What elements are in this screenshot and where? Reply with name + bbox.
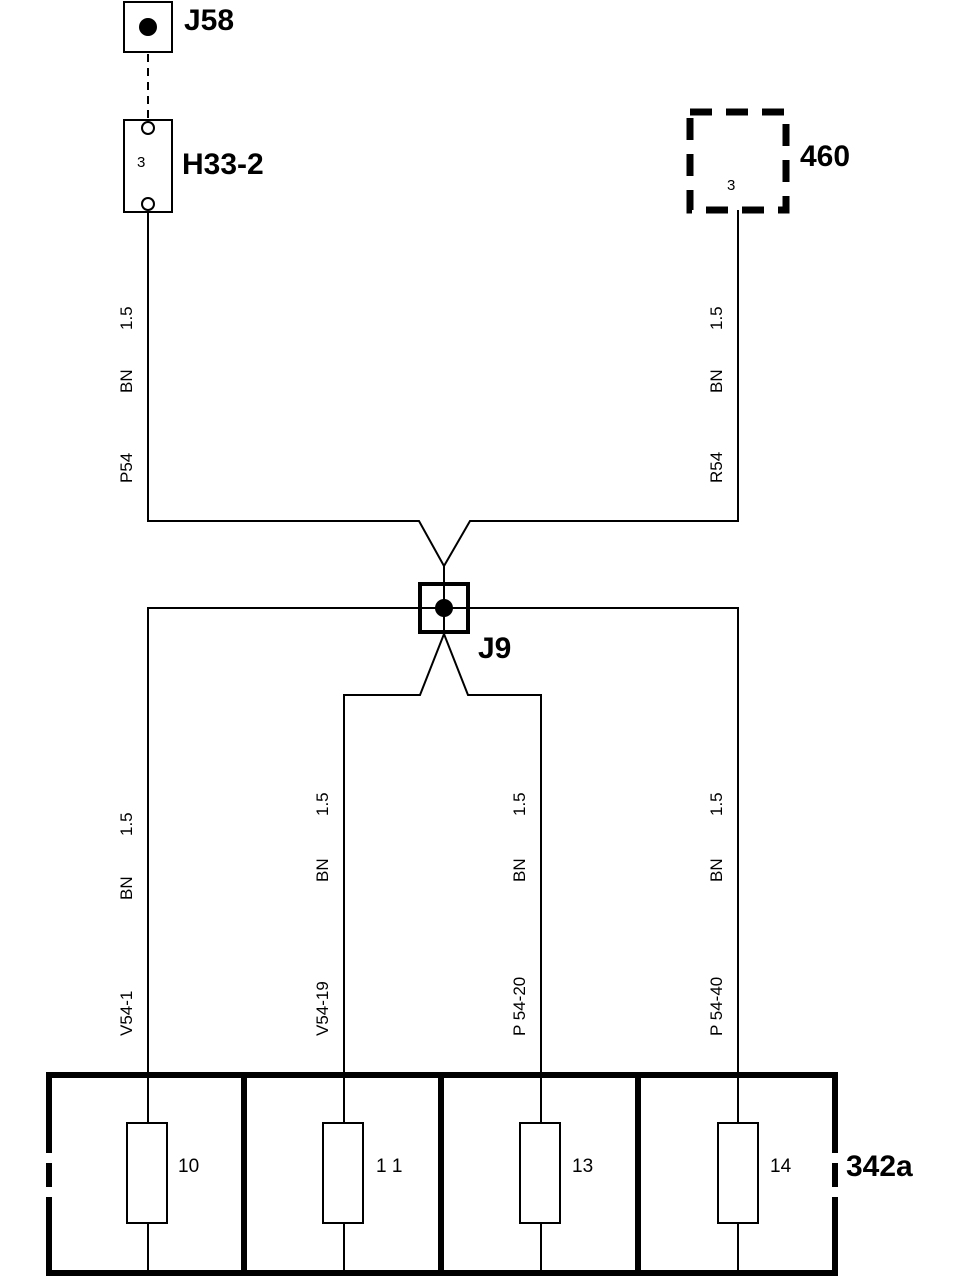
fuse-body <box>322 1122 364 1224</box>
wire-size-label: 1.5 <box>707 792 726 816</box>
connector-h33-2-label: H33-2 <box>182 148 264 181</box>
wire-r54 <box>443 210 739 567</box>
wire-label-p54-20: 1.5 BN P 54-20 <box>510 792 529 1036</box>
wire-id-label: V54-1 <box>117 991 136 1036</box>
fuse-number: 13 <box>572 1156 593 1177</box>
splice-j9-dot <box>435 599 453 617</box>
wire-label-p54: 1.5 BN P54 <box>117 306 136 483</box>
wire-v54-1 <box>147 607 420 1075</box>
component-460: 3 460 <box>686 108 850 214</box>
fuse-10: 10 <box>126 1122 199 1224</box>
fuse-body <box>126 1122 168 1224</box>
connector-h33-2: 3 H33-2 <box>123 119 264 213</box>
wire-label-v54-1: 1.5 BN V54-1 <box>117 812 136 1036</box>
fuse-body <box>717 1122 759 1224</box>
fuse-11: 1 1 <box>322 1122 402 1224</box>
wire-color-label: BN <box>510 858 529 882</box>
wire-id-label: P54 <box>117 453 136 483</box>
wire-id-label: P 54-20 <box>510 977 529 1036</box>
component-460-box <box>686 108 790 214</box>
wire-id-label: V54-19 <box>313 981 332 1036</box>
wire-color-label: BN <box>707 369 726 393</box>
wire-p54 <box>147 211 445 567</box>
wire-size-label: 1.5 <box>510 792 529 816</box>
fusebox-label: 342a <box>846 1150 913 1183</box>
fuse-number: 10 <box>178 1156 199 1177</box>
wire-label-r54: 1.5 BN R54 <box>707 306 726 483</box>
connector-j58-dot <box>139 18 157 36</box>
wire-label-p54-40: 1.5 BN P 54-40 <box>707 792 726 1036</box>
component-460-label: 460 <box>800 140 850 173</box>
wire-color-label: BN <box>313 858 332 882</box>
wire-p54-40 <box>468 607 739 1075</box>
wire-size-label: 1.5 <box>117 306 136 330</box>
connector-j58: J58 <box>123 1 234 53</box>
connector-h33-2-bottom-terminal <box>141 197 155 211</box>
fuse-number: 1 1 <box>376 1156 402 1177</box>
wire-size-label: 1.5 <box>707 306 726 330</box>
splice-j9: J9 <box>418 582 511 665</box>
wire-id-label: P 54-40 <box>707 977 726 1036</box>
connector-j58-box <box>123 1 173 53</box>
connector-h33-2-top-terminal <box>141 121 155 135</box>
wire-v54-19 <box>343 633 445 1075</box>
wire-color-label: BN <box>117 876 136 900</box>
wire-label-v54-19: 1.5 BN V54-19 <box>313 792 332 1036</box>
wire-id-label: R54 <box>707 452 726 483</box>
fuse-14: 14 <box>717 1122 792 1224</box>
fuse-body <box>519 1122 561 1224</box>
wire-p54-20 <box>443 633 542 1075</box>
splice-j9-label: J9 <box>478 632 511 665</box>
connector-h33-2-pin: 3 <box>137 154 145 171</box>
fusebox-342a: 342a <box>46 1072 913 1276</box>
fuse-13: 13 <box>519 1122 593 1224</box>
connector-j58-label: J58 <box>184 4 234 37</box>
fuse-number: 14 <box>770 1156 792 1177</box>
wire-color-label: BN <box>117 369 136 393</box>
wire-size-label: 1.5 <box>117 812 136 836</box>
wire-color-label: BN <box>707 858 726 882</box>
component-460-pin: 3 <box>727 177 735 194</box>
wire-size-label: 1.5 <box>313 792 332 816</box>
